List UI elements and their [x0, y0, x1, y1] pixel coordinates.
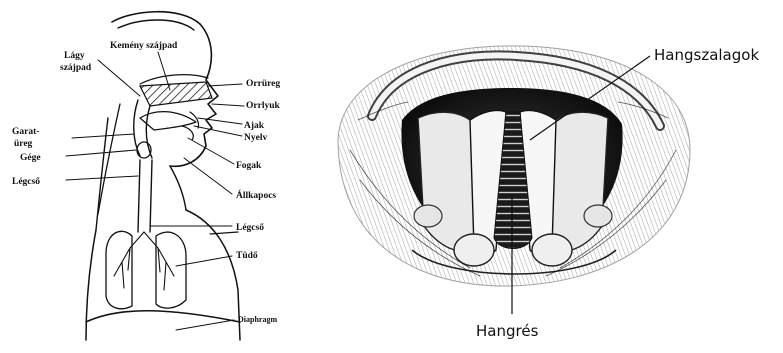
- label-hangres: Hangrés: [476, 322, 539, 340]
- vocal-folds-illustration: Hangszalagok Hangrés: [338, 46, 759, 340]
- hard-palate-shape: [140, 82, 212, 106]
- label-lagy-szajpad-line2: szájpad: [60, 63, 92, 73]
- vocal-tract-diagram: Kemény szájpad Lágy szájpad Orrüreg Orrl…: [12, 12, 280, 340]
- label-garatureg-line1: Garat-: [12, 127, 39, 137]
- label-kemeny-szajpad: Kemény szájpad: [110, 41, 178, 51]
- diaphragm-line: [86, 311, 240, 322]
- label-ajak: Ajak: [244, 121, 265, 131]
- label-allkapocs: Állkapocs: [236, 189, 276, 201]
- label-legcso-right: Légcső: [236, 223, 264, 233]
- label-legcso-left: Légcső: [12, 177, 40, 187]
- label-tudo: Tüdő: [236, 251, 258, 261]
- label-gege: Gége: [20, 153, 41, 163]
- label-nyelv: Nyelv: [244, 133, 267, 143]
- label-hangszalagok: Hangszalagok: [654, 46, 759, 64]
- label-diaphragm: Diaphragm: [238, 315, 277, 324]
- label-lagy-szajpad-line1: Lágy: [64, 51, 85, 61]
- label-orruireg: Orrüreg: [246, 79, 280, 89]
- label-orrlyuk: Orrlyuk: [246, 101, 280, 111]
- label-garatureg-line2: üreg: [14, 139, 33, 149]
- label-fogak: Fogak: [236, 161, 262, 171]
